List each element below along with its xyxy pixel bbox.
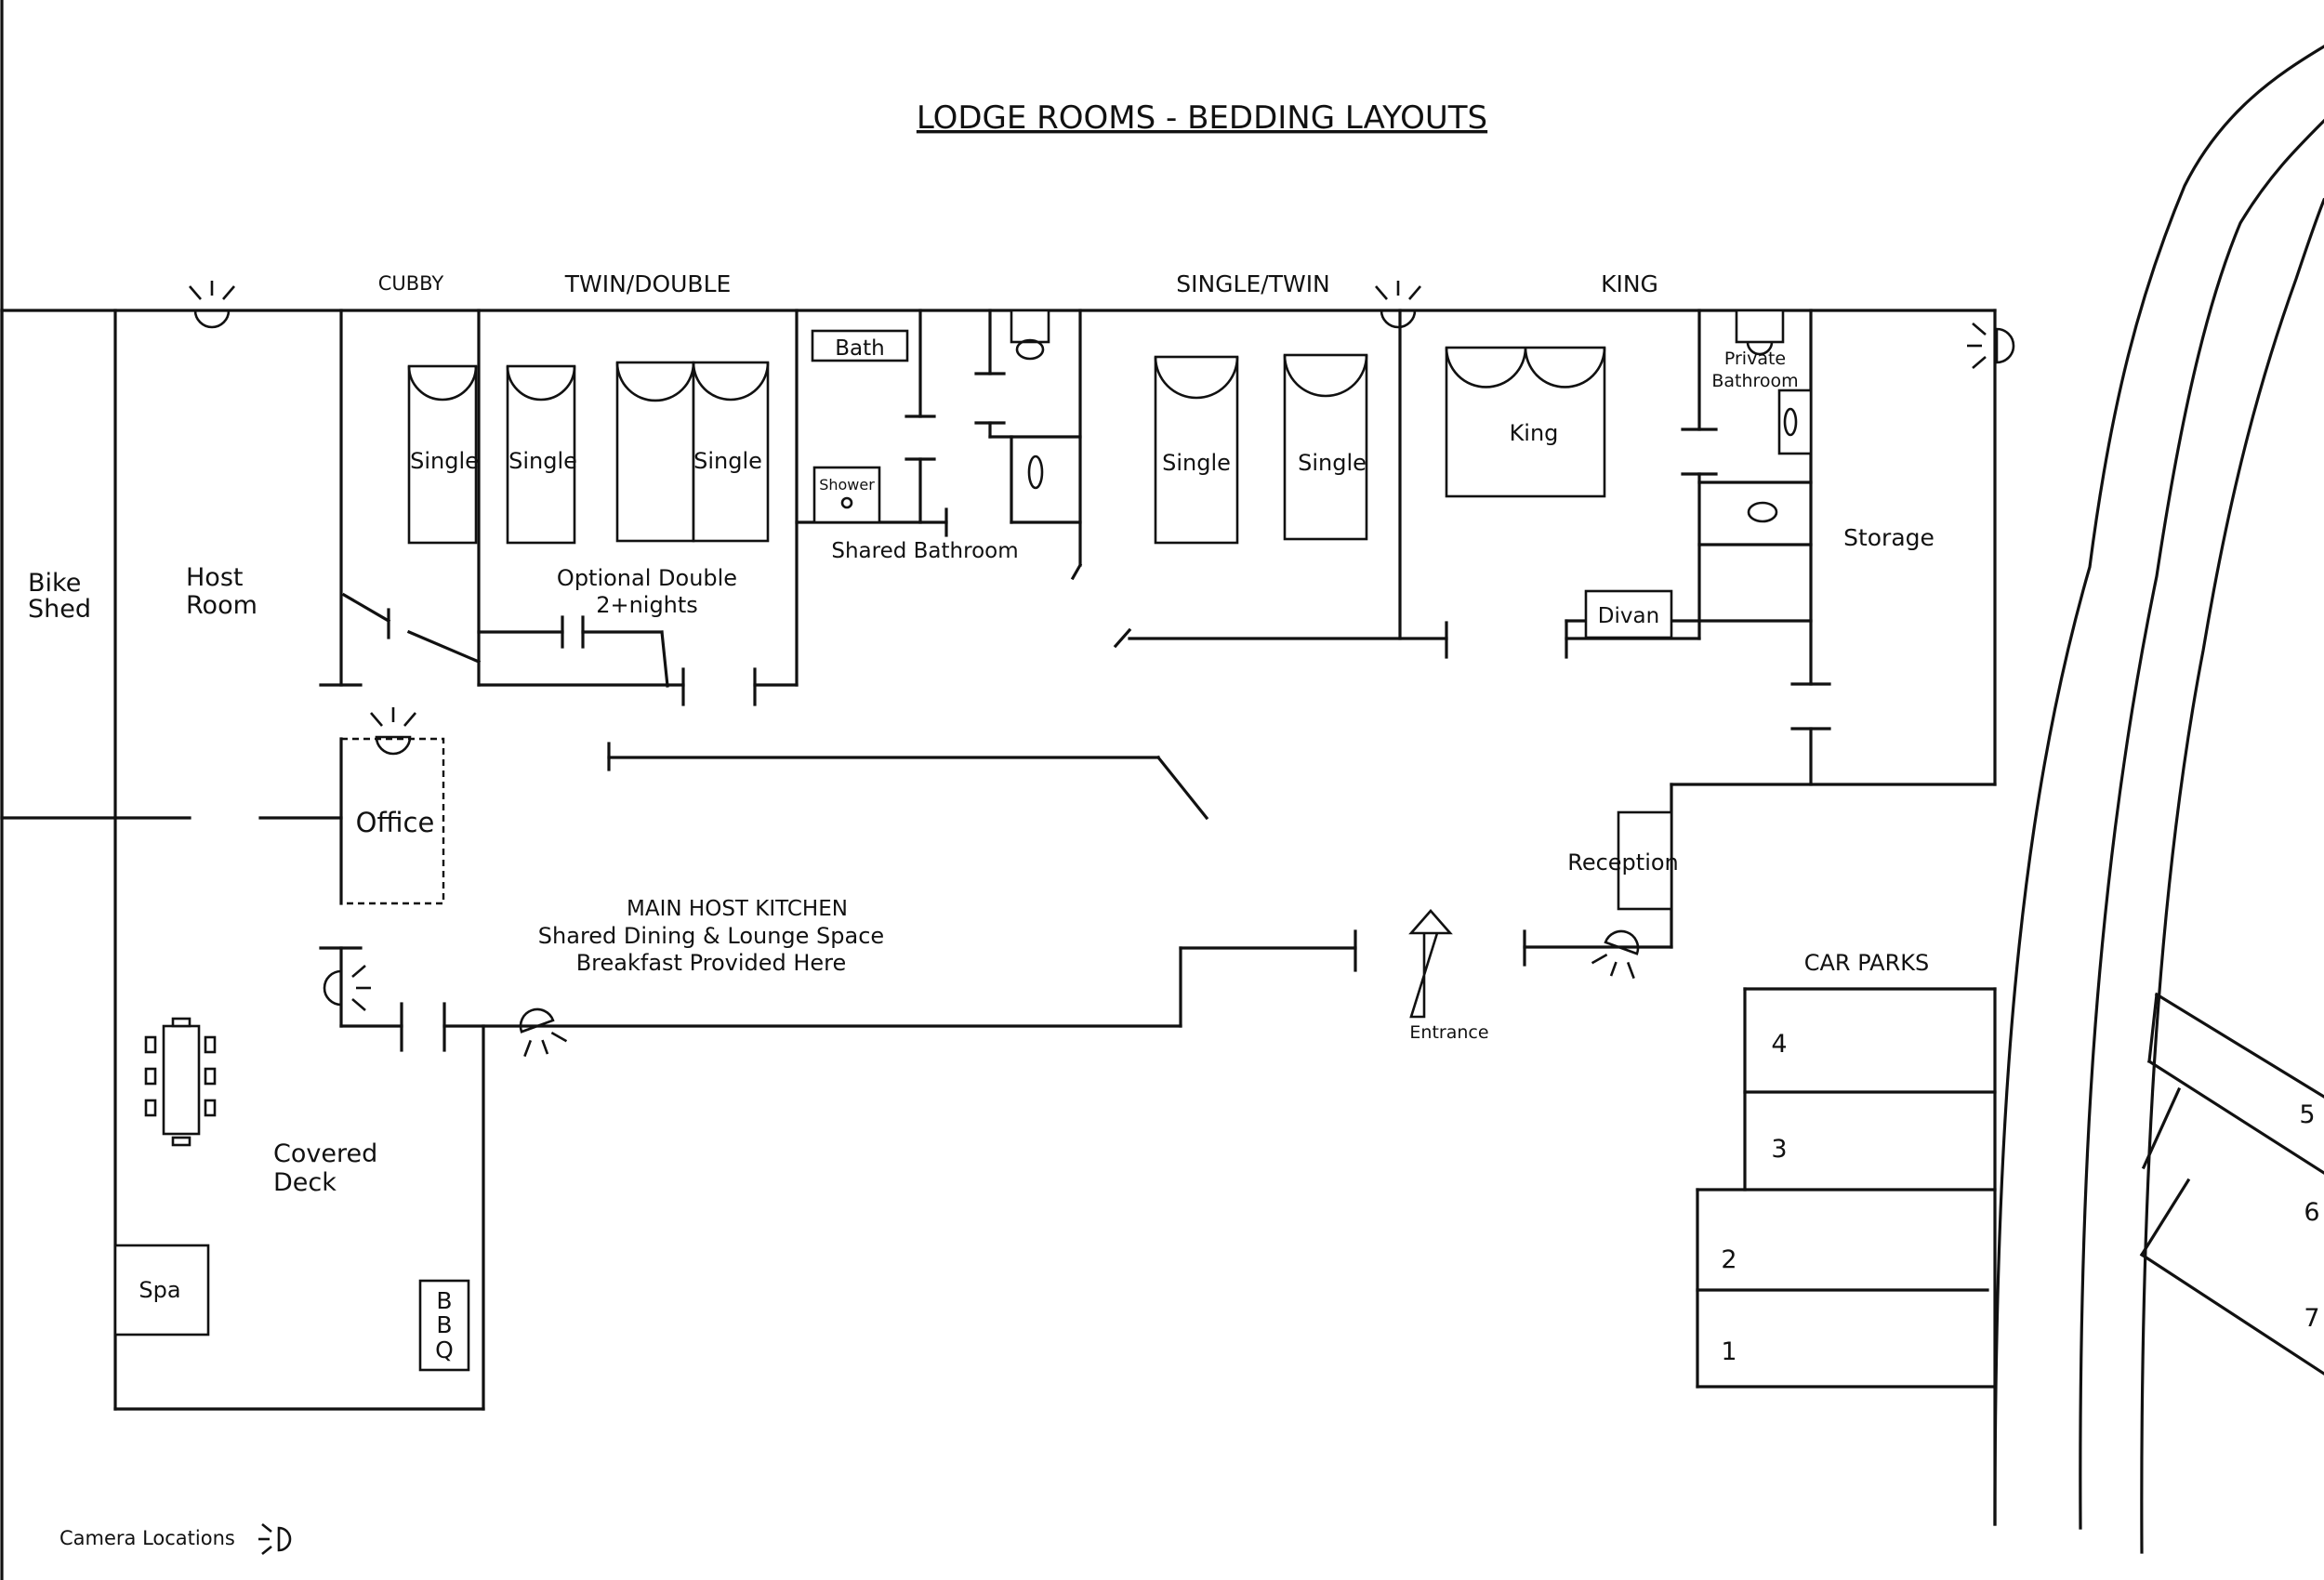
car-park-number-2: 2 [1721,1245,1736,1274]
camera-icon [369,705,417,756]
car-park-number-1: 1 [1721,1337,1736,1366]
shower-label: Shower [819,476,875,494]
bbq-label-b1: B [436,1287,452,1314]
storage-label: Storage [1843,524,1934,551]
cubby-label: CUBBY [378,272,444,295]
car-park-number-5: 5 [2299,1100,2315,1129]
bbq-label-b2: B [436,1311,452,1338]
legend-camera-icon [258,1522,292,1556]
office-label: Office [356,807,435,838]
car-park-number-4: 4 [1771,1030,1787,1059]
camera-icon [508,1001,570,1063]
camera-icon [188,279,236,329]
camera-icon [1965,322,2015,370]
bike-shed-label-line1: Bike [28,569,81,598]
host-room-label-line2: Room [186,591,257,620]
car-park-number-7: 7 [2304,1304,2319,1333]
shared-bathroom-label: Shared Bathroom [831,539,1018,563]
camera-icon [1589,923,1650,985]
bath-label: Bath [835,336,884,361]
single-twin-label: SINGLE/TWIN [1176,270,1330,297]
private-bathroom-label-line1: Private [1724,349,1786,369]
kitchen-label-line1: MAIN HOST KITCHEN [627,897,848,921]
bed-label-2: Single [508,448,577,474]
divan-label: Divan [1598,604,1659,628]
covered-deck-label-line2: Deck [273,1168,337,1197]
camera-icon [323,964,373,1012]
twin-double-label: TWIN/DOUBLE [564,270,732,297]
optional-double-label-line2: 2+nights [596,592,698,618]
host-room-label-line1: Host [186,563,243,592]
camera-icon [1374,279,1422,329]
bike-shed-label-line2: Shed [28,595,91,624]
kitchen-label-line3: Breakfast Provided Here [576,950,847,976]
legend-label: Camera Locations [59,1527,235,1549]
covered-deck-label-line1: Covered [273,1139,377,1168]
bed-label-1: Single [410,448,479,474]
bed-label-4: Single [1162,450,1231,476]
plan-title: LODGE ROOMS - BEDDING LAYOUTS [917,99,1487,137]
car-parks-label: CAR PARKS [1804,950,1929,976]
reception-label: Reception [1567,849,1679,876]
kitchen-label-line2: Shared Dining & Lounge Space [538,923,884,949]
king-label: KING [1601,270,1658,297]
bed-label-king: King [1510,420,1559,446]
car-park-number-6: 6 [2304,1198,2319,1227]
private-bathroom-label-line2: Bathroom [1711,371,1798,391]
bed-label-5: Single [1298,450,1367,476]
bed-label-3: Single [693,448,762,474]
optional-double-label-line1: Optional Double [557,565,737,591]
entrance-label: Entrance [1409,1022,1488,1043]
bbq-label-q: Q [435,1336,454,1363]
spa-label: Spa [139,1277,180,1303]
car-park-number-3: 3 [1771,1135,1787,1164]
